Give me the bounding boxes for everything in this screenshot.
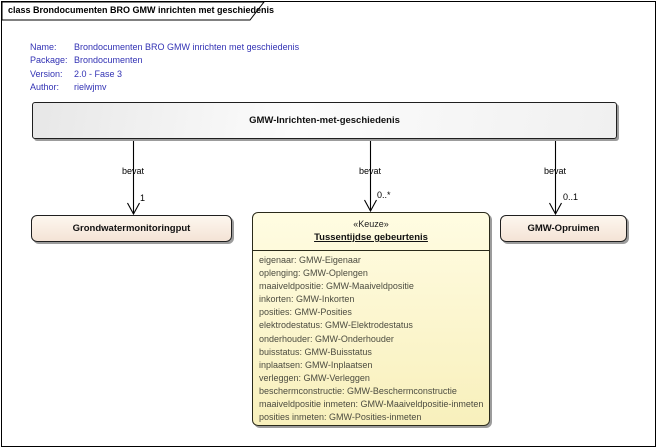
attribute-row: beschermconstructie: GMW-Beschermconstru… <box>259 385 457 396</box>
attribute-list: eigenaar: GMW-Eigenaar oplenging: GMW-Op… <box>253 251 489 424</box>
metadata-row-version: Version: 2.0 - Fase 3 <box>30 68 299 81</box>
metadata-label: Author: <box>30 82 60 93</box>
metadata-row-name: Name: Brondocumenten BRO GMW inrichten m… <box>30 41 299 54</box>
attribute-row: inplaatsen: GMW-Inplaatsen <box>259 359 373 370</box>
attribute-row: eigenaar: GMW-Eigenaar <box>259 255 361 265</box>
multiplicity-label: 1 <box>140 193 146 203</box>
relation-label: bevat <box>121 166 145 176</box>
attribute-row: posities inmeten: GMW-Posities-inmeten <box>259 412 422 423</box>
attribute-row: verleggen: GMW-Verleggen <box>259 372 370 383</box>
metadata-row-author: Author: rielwjmv <box>30 81 299 94</box>
class-grondwatermonitoringput[interactable]: Grondwatermonitoringput <box>31 215 232 242</box>
attribute-row: maaiveldpositie: GMW-Maaiveldpositie <box>259 281 414 292</box>
attribute-row: elektrodestatus: GMW-Elektrodestatus <box>259 320 413 331</box>
choice-tussentijdse-gebeurtenis[interactable]: «Keuze» Tussentijdse gebeurtenis eigenaa… <box>252 212 490 426</box>
relation-label: bevat <box>358 166 382 176</box>
class-title: GMW-Inrichten-met-geschiedenis <box>249 115 400 126</box>
attribute-row: onderhouder: GMW-Onderhouder <box>259 333 394 344</box>
multiplicity-label: 0..1 <box>563 192 579 202</box>
attribute-row: maaiveldpositie inmeten: GMW-Maaiveldpos… <box>259 399 484 410</box>
attribute-row: posities: GMW-Posities <box>259 307 352 318</box>
class-title: GMW-Opruimen <box>527 223 600 234</box>
metadata-label: Package: <box>30 55 68 66</box>
attribute-row: inkorten: GMW-Inkorten <box>259 294 355 305</box>
attribute-row: oplenging: GMW-Oplengen <box>259 268 368 279</box>
metadata-row-package: Package: Brondocumenten <box>30 54 299 67</box>
frame-tab <box>1 1 266 21</box>
class-gmw-opruimen[interactable]: GMW-Opruimen <box>500 215 627 242</box>
stereotype-label: «Keuze» <box>353 219 389 229</box>
frame-tab-label: class Brondocumenten BRO GMW inrichten m… <box>8 5 275 15</box>
choice-title: Tussentijdse gebeurtenis <box>314 232 428 243</box>
metadata-value: 2.0 - Fase 3 <box>74 68 123 79</box>
bevat-connector-right <box>549 139 562 216</box>
class-gmw-inrichten-met-geschiedenis[interactable]: GMW-Inrichten-met-geschiedenis <box>32 102 617 139</box>
metadata-label: Version: <box>30 68 63 79</box>
metadata-value: Brondocumenten <box>74 55 143 66</box>
bevat-connector-left <box>127 139 140 216</box>
metadata-label: Name: <box>30 42 57 52</box>
attribute-row: buisstatus: GMW-Buisstatus <box>259 346 372 357</box>
relation-label: bevat <box>543 166 567 176</box>
metadata-value: rielwjmv <box>74 82 107 93</box>
class-title: Grondwatermonitoringput <box>72 223 191 234</box>
multiplicity-label: 0..* <box>377 190 391 200</box>
bevat-connector-middle <box>364 139 377 213</box>
choice-header: «Keuze» Tussentijdse gebeurtenis <box>253 213 489 251</box>
diagram-metadata: Name: Brondocumenten BRO GMW inrichten m… <box>30 41 299 95</box>
metadata-value: Brondocumenten BRO GMW inrichten met ges… <box>74 42 300 52</box>
